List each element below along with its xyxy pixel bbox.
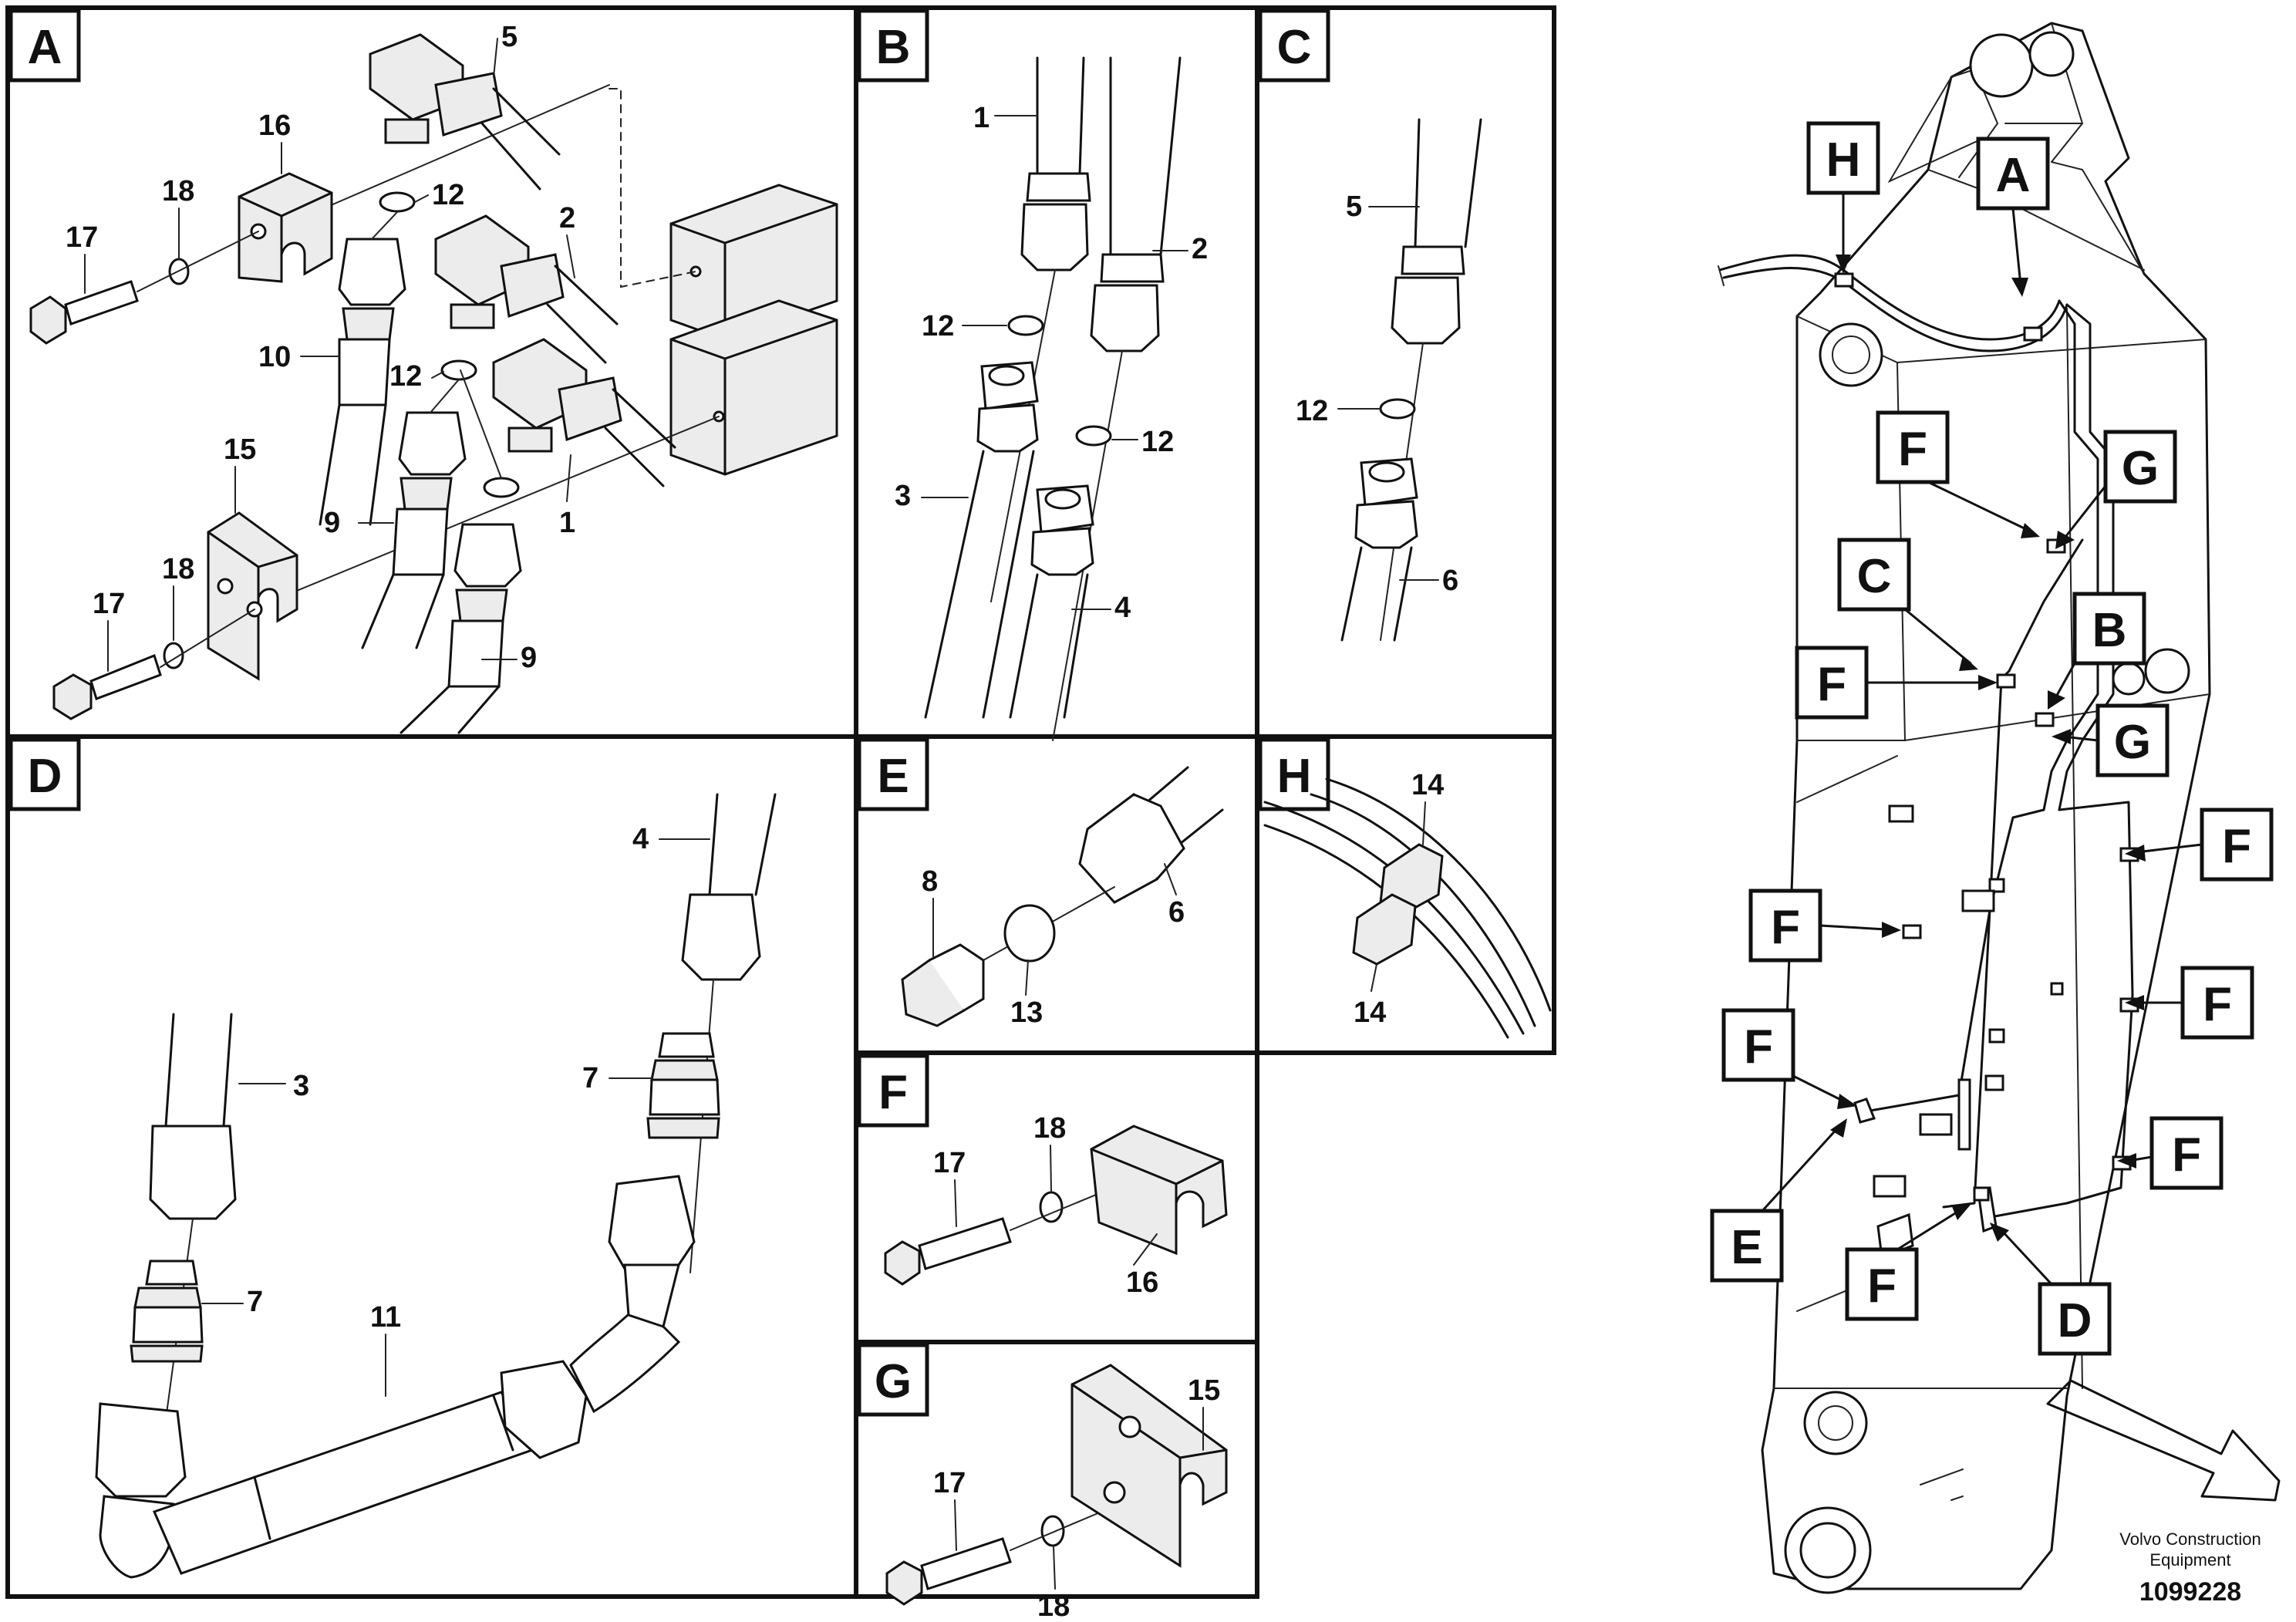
- panel-d: D 4 7 3 7: [8, 737, 777, 1579]
- svg-text:F: F: [1817, 658, 1846, 711]
- svg-text:1: 1: [973, 102, 990, 134]
- svg-text:G: G: [2122, 442, 2159, 495]
- svg-text:11: 11: [370, 1301, 401, 1334]
- panel-c-label: C: [1277, 21, 1312, 74]
- svg-text:8: 8: [922, 865, 938, 898]
- svg-text:4: 4: [632, 823, 649, 855]
- svg-text:18: 18: [162, 175, 194, 207]
- svg-text:9: 9: [324, 507, 340, 539]
- panel-a-callouts: 5 16 18 17 12 2 10 12 1 15 18 17 9: [66, 21, 575, 674]
- svg-text:17: 17: [93, 588, 125, 620]
- panel-c: C 5 12 6: [1258, 8, 1482, 642]
- hose-2-elbow: [434, 214, 619, 364]
- direction-arrow: [2046, 1379, 2281, 1502]
- panel-b-label: B: [876, 21, 911, 74]
- bolt-17: [29, 231, 259, 345]
- svg-text:F: F: [2222, 820, 2251, 873]
- drawing-number: 1099228: [2139, 1577, 2241, 1607]
- svg-text:16: 16: [1126, 1266, 1158, 1299]
- o-ring-12: [483, 477, 520, 498]
- svg-text:18: 18: [1033, 1112, 1066, 1145]
- hose-10: [319, 238, 406, 526]
- company-name-2: Equipment: [2149, 1550, 2230, 1570]
- svg-text:17: 17: [933, 1467, 966, 1499]
- svg-text:F: F: [2203, 978, 2232, 1031]
- svg-text:17: 17: [933, 1147, 966, 1179]
- svg-text:3: 3: [895, 480, 911, 512]
- svg-text:2: 2: [1192, 233, 1208, 265]
- boom-overview: [1718, 22, 2211, 1594]
- svg-text:F: F: [1771, 901, 1800, 954]
- panel-a-label: A: [28, 21, 62, 74]
- svg-text:6: 6: [1442, 565, 1458, 597]
- panel-e-label: E: [877, 750, 909, 803]
- svg-text:18: 18: [1037, 1590, 1070, 1622]
- svg-text:16: 16: [258, 110, 291, 142]
- svg-text:13: 13: [1010, 996, 1043, 1029]
- svg-text:15: 15: [224, 433, 256, 466]
- svg-text:9: 9: [521, 642, 537, 674]
- svg-text:17: 17: [66, 221, 98, 254]
- svg-text:5: 5: [501, 21, 518, 53]
- svg-text:14: 14: [1411, 769, 1444, 801]
- svg-text:18: 18: [162, 553, 194, 585]
- boom-labels: H A F G C F B G F F F F: [1710, 121, 2274, 1356]
- panel-h: H 14 14: [1258, 737, 1552, 1039]
- svg-text:12: 12: [389, 360, 422, 393]
- svg-text:5: 5: [1346, 191, 1362, 223]
- svg-text:2: 2: [559, 202, 575, 234]
- svg-text:14: 14: [1354, 996, 1386, 1029]
- svg-text:12: 12: [1296, 395, 1328, 427]
- svg-text:C: C: [1857, 550, 1892, 603]
- svg-text:6: 6: [1168, 896, 1185, 929]
- hose-5-elbow: [369, 33, 561, 191]
- svg-text:4: 4: [1114, 592, 1131, 624]
- o-ring-12: [379, 191, 416, 213]
- panel-g: G 15 17 18: [857, 1343, 1228, 1622]
- panel-h-label: H: [1277, 750, 1312, 803]
- svg-text:10: 10: [258, 341, 291, 373]
- hose-9-upper: [361, 411, 467, 649]
- svg-text:E: E: [1731, 1221, 1762, 1274]
- panel-f: F 17 18 16: [857, 1054, 1228, 1299]
- svg-text:1: 1: [559, 507, 575, 539]
- panel-frames: [5, 5, 1556, 1599]
- svg-text:A: A: [1996, 149, 2031, 202]
- company-name: Volvo Construction: [2119, 1529, 2261, 1549]
- svg-text:F: F: [2172, 1128, 2201, 1182]
- clamp-15: [207, 511, 298, 681]
- svg-text:H: H: [1826, 133, 1861, 187]
- svg-text:12: 12: [1141, 426, 1174, 458]
- panel-a: A: [8, 8, 838, 734]
- hose-9-lower: [400, 523, 522, 734]
- svg-text:F: F: [1867, 1259, 1896, 1313]
- svg-text:12: 12: [432, 179, 464, 211]
- panel-b: B 1 2 12 12 3 4: [857, 8, 1208, 741]
- svg-text:B: B: [2092, 604, 2127, 657]
- svg-text:7: 7: [247, 1286, 263, 1318]
- svg-text:F: F: [1898, 423, 1927, 476]
- o-ring-12: [440, 359, 477, 381]
- svg-text:12: 12: [922, 310, 954, 342]
- svg-text:3: 3: [293, 1070, 309, 1102]
- hose-1-elbow: [492, 338, 676, 487]
- footer: Volvo Construction Equipment 1099228: [2119, 1529, 2261, 1607]
- svg-text:G: G: [2114, 716, 2151, 769]
- panel-g-label: G: [875, 1355, 912, 1408]
- clamp-16: [238, 172, 333, 283]
- bolt-17: [52, 609, 255, 720]
- svg-text:F: F: [1744, 1020, 1773, 1074]
- svg-text:D: D: [2058, 1294, 2092, 1347]
- panel-e: E 8 13 6: [857, 737, 1224, 1029]
- valve-block: [669, 184, 838, 476]
- panel-d-label: D: [28, 750, 62, 803]
- svg-text:15: 15: [1188, 1374, 1220, 1407]
- panel-f-label: F: [878, 1066, 908, 1119]
- svg-text:7: 7: [582, 1062, 598, 1094]
- hose-11: [95, 1175, 696, 1579]
